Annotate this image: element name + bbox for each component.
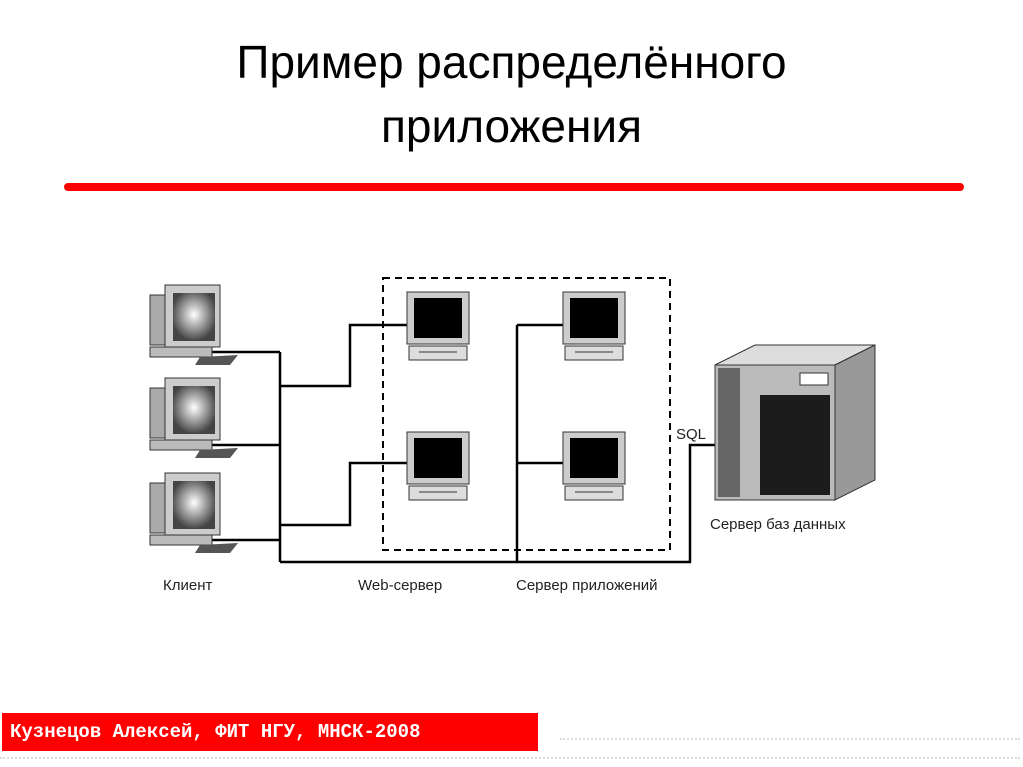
app-server-icon — [562, 431, 626, 501]
footer-banner: Кузнецов Алексей, ФИТ НГУ, МНСК-2008 — [2, 713, 538, 751]
title-line-2: приложения — [381, 100, 642, 152]
app-server-label: Сервер приложений — [516, 577, 658, 594]
app-server-icon — [562, 291, 626, 361]
title-line-1: Пример распределённого — [236, 36, 787, 88]
sql-label: SQL — [676, 426, 707, 443]
web-server-icon — [406, 431, 470, 501]
slide-title: Пример распределённого приложения — [0, 30, 1023, 158]
connection-lines — [210, 323, 715, 564]
title-divider — [64, 183, 964, 191]
db-server-label: Сервер баз данных — [710, 516, 846, 533]
web-server-label: Web-сервер — [358, 577, 443, 594]
footer-dotted-line — [560, 738, 1020, 740]
client-label: Клиент — [163, 577, 213, 594]
database-server-icon — [714, 344, 876, 501]
server-group-boundary — [382, 277, 671, 551]
footer-text: Кузнецов Алексей, ФИТ НГУ, МНСК-2008 — [10, 721, 421, 743]
footer-dotted-line — [0, 757, 1020, 759]
web-server-icon — [406, 291, 470, 361]
